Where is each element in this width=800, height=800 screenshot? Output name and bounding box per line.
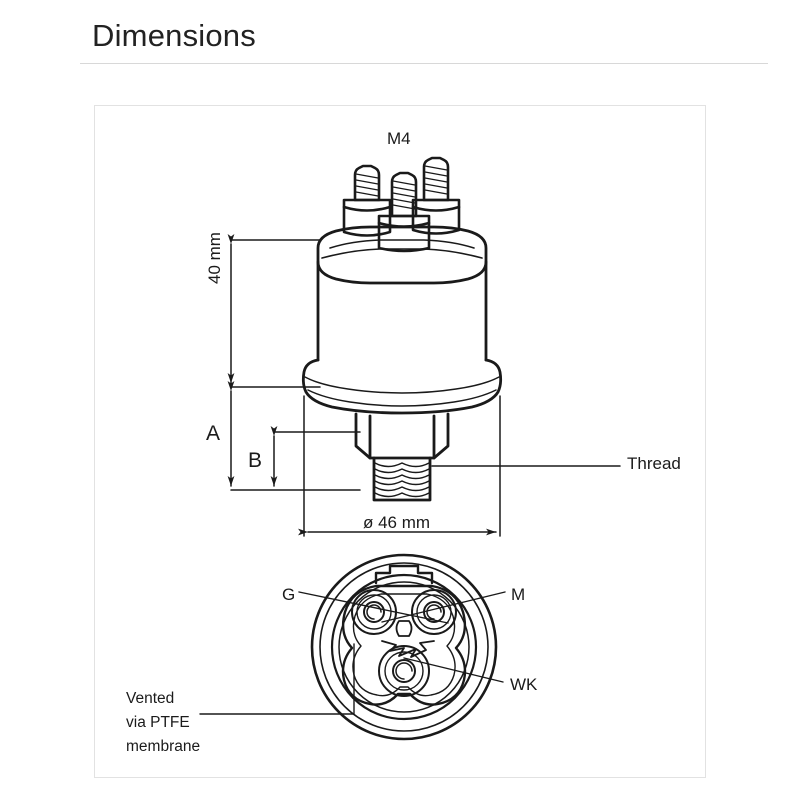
leader-m [381, 591, 506, 623]
dimension-40mm [227, 234, 321, 388]
bottom-view [310, 553, 498, 741]
dimension-a [227, 381, 361, 491]
terminal-stud-left [353, 164, 381, 202]
leader-wk [403, 657, 504, 683]
leader-vented [199, 643, 355, 715]
sensor-body [316, 260, 488, 362]
label-thread: Thread [627, 454, 681, 473]
label-vented-line-2: via PTFE [126, 714, 190, 731]
bottom-view-center-features [381, 620, 435, 658]
terminal-stud-right-threads [424, 165, 448, 195]
label-overall-height: 40 mm [205, 232, 224, 284]
hex-nut [354, 412, 450, 460]
page-title: Dimensions [92, 18, 256, 53]
label-terminal-wk: WK [510, 675, 538, 694]
label-dimension-a: A [206, 422, 221, 445]
label-vented-membrane: Vented via PTFE membrane [126, 687, 200, 759]
threaded-stem [372, 456, 432, 502]
terminal-stud-left-threads [355, 173, 379, 197]
dimension-b [270, 426, 361, 487]
header-divider [80, 63, 768, 64]
threaded-stem-threads [374, 462, 430, 498]
label-vented-line-1: Vented [126, 690, 175, 707]
label-vented-line-3: membrane [126, 738, 201, 755]
terminal-stud-right [422, 156, 450, 202]
label-diameter: ø 46 mm [363, 513, 431, 532]
bottom-terminal-wk [378, 645, 430, 697]
sensor-cap-contour [321, 239, 483, 259]
terminal-base-left [342, 198, 392, 237]
label-terminal-thread: M4 [387, 129, 411, 148]
terminal-stud-center [390, 171, 418, 218]
sensor-flange [301, 358, 503, 415]
label-terminal-g: G [282, 585, 296, 604]
label-dimension-b: B [248, 449, 263, 472]
label-terminal-m: M [511, 585, 526, 604]
terminal-stud-center-threads [392, 180, 416, 210]
leader-g [298, 591, 449, 624]
callout-leaders [199, 591, 506, 715]
sensor-flange-contour [304, 376, 500, 407]
sensor-cap [316, 225, 488, 285]
